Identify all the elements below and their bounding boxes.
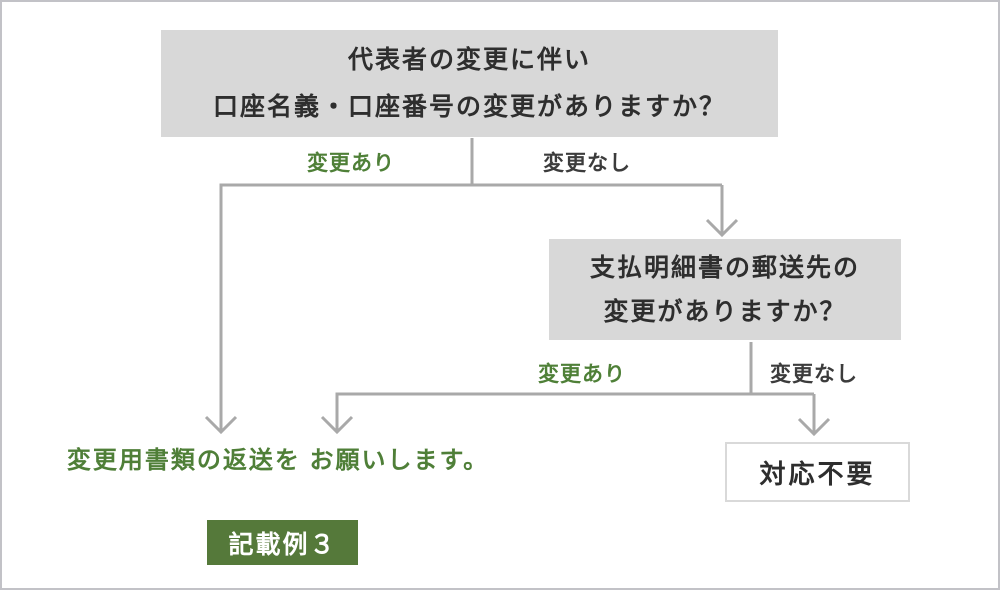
branch1-no-label: 変更なし: [543, 152, 631, 175]
question-1-line-2: 口座名義・口座番号の変更がありますか？: [212, 92, 726, 121]
arrowhead-q1-yes: [204, 415, 238, 435]
branch2-no-label: 変更なし: [770, 363, 858, 386]
branch2-yes-label: 変更あり: [538, 363, 626, 386]
question-box-1: 代表者の変更に伴い 口座名義・口座番号の変更がありますか？: [161, 30, 778, 137]
result-return-documents-text: 変更用書類の返送を お願いします。: [67, 443, 489, 478]
arrowhead-q2-no: [797, 417, 831, 437]
example-3-button[interactable]: 記載例３: [207, 520, 358, 565]
no-action-box: 対応不要: [725, 442, 910, 502]
question-1-line-1: 代表者の変更に伴い: [347, 45, 591, 74]
question-2-line-1: 支払明細書の郵送先の: [589, 253, 860, 282]
question-box-2: 支払明細書の郵送先の 変更がありますか？: [549, 239, 901, 340]
question-2-line-2: 変更がありますか？: [603, 297, 847, 326]
result-text-line-2: お願いします。: [309, 447, 490, 474]
arrowhead-q2-yes: [320, 415, 354, 435]
result-text-line-1: 変更用書類の返送を: [66, 447, 301, 474]
branch1-yes-label: 変更あり: [307, 152, 395, 175]
arrowhead-q1-no: [705, 218, 739, 238]
